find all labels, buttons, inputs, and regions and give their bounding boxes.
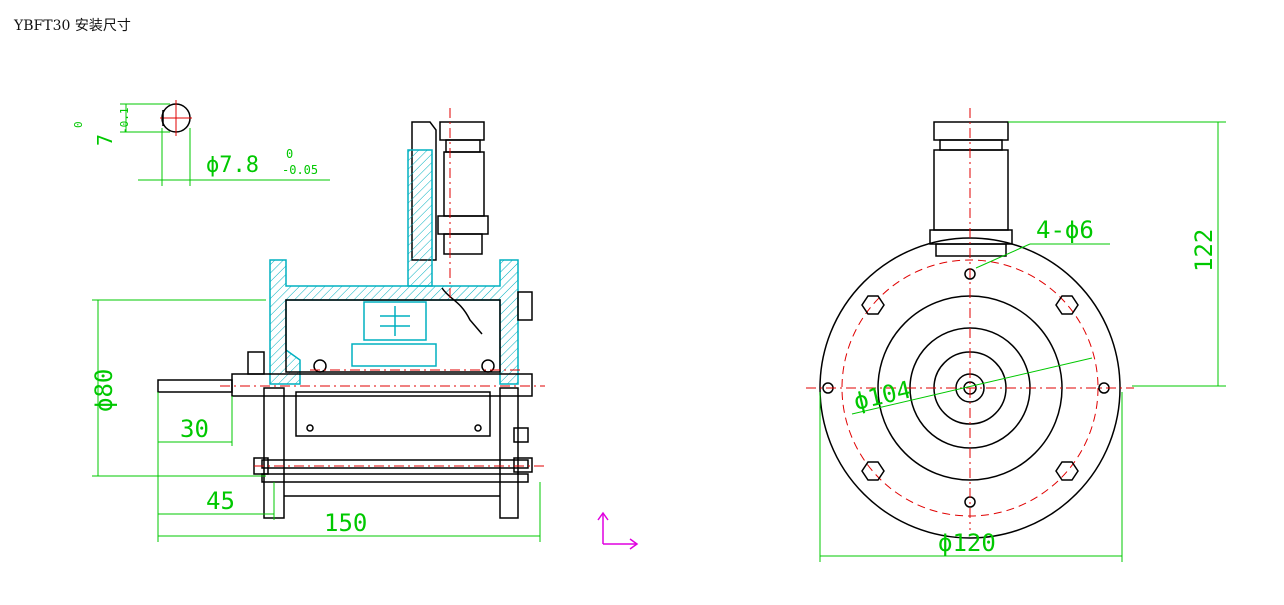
- body-diameter-label: ϕ80: [90, 369, 118, 412]
- shaft-dia-tol-lower: -0.05: [282, 163, 318, 177]
- front-view: [806, 108, 1226, 562]
- shaft-flat-label: 7: [93, 134, 117, 146]
- shaft-detail-view: [120, 100, 330, 186]
- height-label: 122: [1190, 229, 1218, 272]
- axis-indicator-icon: [597, 511, 639, 550]
- shaft-flat-tol-lower: -0.1: [118, 108, 131, 135]
- side-view: [92, 108, 545, 542]
- shaft-diameter-label: ϕ7.8: [206, 153, 259, 178]
- mount-distance-label: 45: [206, 487, 235, 515]
- pitch-circle-diameter-label: ϕ104: [851, 376, 914, 416]
- shaft-length-label: 30: [180, 415, 209, 443]
- total-length-label: 150: [324, 509, 367, 537]
- flange-diameter-label: ϕ120: [938, 529, 996, 557]
- drawing-title: YBFT30 安装尺寸: [14, 18, 131, 34]
- shaft-dia-tol-upper: 0: [286, 147, 293, 161]
- shaft-flat-tol-upper: 0: [72, 121, 85, 128]
- mounting-holes-label: 4-ϕ6: [1036, 216, 1094, 244]
